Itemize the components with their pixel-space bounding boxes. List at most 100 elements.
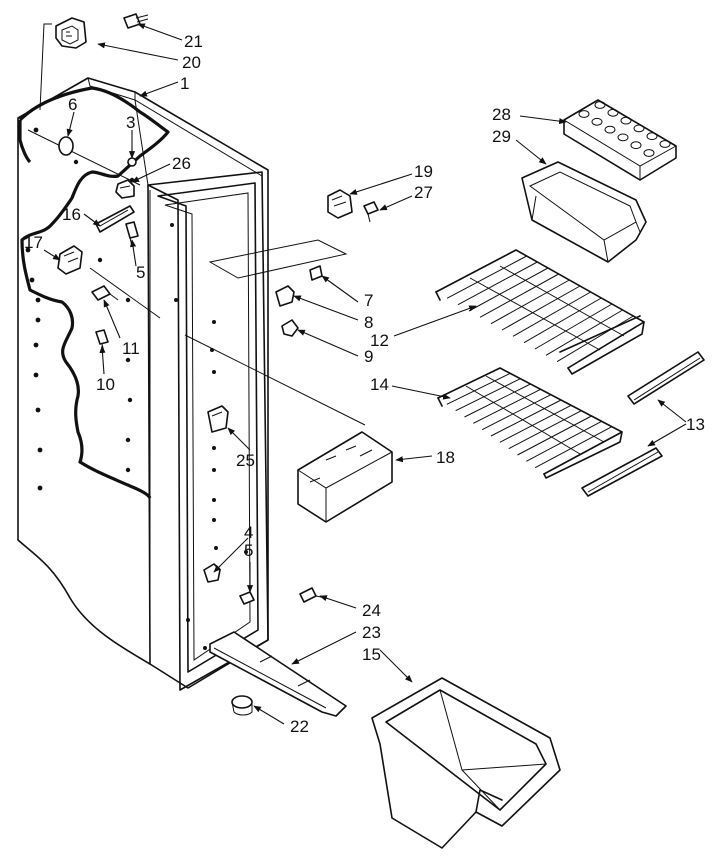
- wire: [517, 415, 592, 456]
- bulb-7: [309, 265, 323, 281]
- wire: [435, 249, 517, 293]
- tray-cell: [646, 132, 658, 141]
- callout-17: 17: [24, 233, 43, 252]
- shield-8: [275, 285, 295, 307]
- wire: [490, 399, 562, 437]
- callout-25: 25: [236, 451, 255, 470]
- screw-24: [299, 587, 327, 603]
- tray-cell: [591, 117, 603, 126]
- callout-22: 22: [290, 717, 309, 736]
- foot-22: [231, 695, 253, 716]
- tray-cell: [620, 116, 632, 125]
- shelf-support-13-lower: [581, 447, 663, 497]
- wire: [464, 383, 531, 418]
- tray-cell: [604, 125, 616, 134]
- callout-1: 1: [180, 74, 189, 93]
- drawer-15: [371, 677, 561, 849]
- clip-25: [207, 405, 229, 433]
- wire: [499, 265, 625, 337]
- wire: [543, 431, 623, 475]
- callout-24: 24: [362, 601, 381, 620]
- wire: [556, 315, 634, 363]
- wire: [469, 277, 601, 351]
- callout-12: 12: [370, 331, 389, 350]
- callout-14: 14: [370, 375, 389, 394]
- callout-26: 26: [172, 154, 191, 173]
- wire: [485, 375, 605, 443]
- wire: [534, 426, 613, 469]
- shelf-support-13-upper: [627, 351, 705, 405]
- tray-cell: [617, 133, 629, 142]
- callout-labels: 21 20 1 6 3 26 16 17 5 11 10 19 27 7 8 9…: [24, 32, 705, 736]
- ice-bin-29: [521, 161, 647, 263]
- callout-29: 29: [492, 127, 511, 146]
- wire: [534, 303, 613, 350]
- wire: [457, 261, 538, 306]
- callout-11: 11: [122, 339, 140, 358]
- plug-3: [127, 157, 137, 167]
- tray-cell: [594, 101, 606, 109]
- wire: [437, 367, 501, 399]
- callout-20: 20: [182, 53, 201, 72]
- wire: [567, 321, 645, 369]
- screw-11: [91, 285, 119, 301]
- wire: [512, 291, 591, 337]
- knob-9: [281, 319, 299, 337]
- wire: [479, 273, 559, 318]
- callout-10: 10: [96, 375, 115, 394]
- wire: [508, 410, 582, 450]
- callout-9: 9: [364, 347, 373, 366]
- callout-7: 7: [364, 291, 373, 310]
- wire: [490, 279, 570, 325]
- grommet-6: [58, 136, 74, 156]
- callout-21: 21: [184, 32, 203, 51]
- light-socket-20: [39, 17, 87, 111]
- callout-5-lower: 5: [244, 541, 253, 560]
- wire: [455, 378, 521, 412]
- switch-17: [57, 245, 83, 275]
- wire-shelf-12: [435, 249, 645, 375]
- callout-8: 8: [364, 313, 373, 332]
- callout-23: 23: [362, 623, 381, 642]
- tray-cell: [659, 140, 671, 148]
- tray-cell: [633, 124, 645, 133]
- callout-28: 28: [492, 105, 511, 124]
- wire: [446, 372, 511, 405]
- wire-shelf-14: [437, 367, 623, 479]
- tray-cell: [630, 141, 642, 150]
- wire: [465, 385, 581, 455]
- bracket-4: [203, 563, 221, 583]
- rail-23: [209, 631, 347, 717]
- pan-18: [297, 431, 393, 523]
- wire: [499, 404, 572, 443]
- thermostat-19: [327, 189, 353, 219]
- ice-tray-28: [563, 99, 677, 181]
- wire: [468, 267, 549, 312]
- rod-16: [95, 205, 135, 233]
- callout-5-upper: 5: [136, 263, 145, 282]
- callout-6: 6: [68, 95, 77, 114]
- tray-cell: [643, 149, 655, 157]
- wire: [481, 394, 552, 431]
- screw-27: [363, 201, 379, 223]
- callout-27: 27: [414, 183, 433, 202]
- bracket-26: [115, 179, 135, 199]
- liner-holes: [25, 127, 248, 650]
- wire: [545, 309, 623, 356]
- wire: [446, 255, 527, 299]
- callout-3: 3: [126, 113, 135, 132]
- leader-lines: [43, 23, 687, 725]
- tray-cell: [578, 110, 590, 118]
- wire: [523, 297, 602, 344]
- callout-4: 4: [244, 523, 253, 542]
- screw-5-lower: [239, 591, 255, 605]
- callout-19: 19: [414, 162, 433, 181]
- callout-13: 13: [686, 415, 705, 434]
- wire: [526, 420, 602, 462]
- tray-cell: [607, 108, 619, 117]
- callout-16: 16: [62, 205, 81, 224]
- wire: [473, 388, 541, 424]
- callout-15: 15: [362, 645, 381, 664]
- wire: [501, 285, 581, 331]
